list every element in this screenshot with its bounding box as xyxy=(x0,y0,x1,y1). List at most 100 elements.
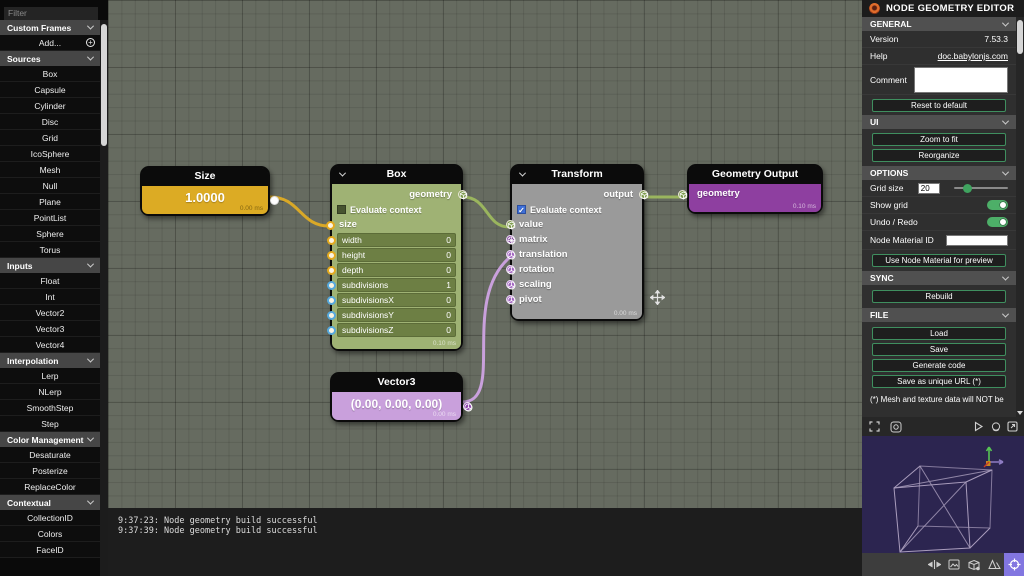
section-file[interactable]: FILE xyxy=(862,308,1016,322)
use-node-material-button[interactable]: Use Node Material for preview xyxy=(872,254,1006,267)
section-sync[interactable]: SYNC xyxy=(862,271,1016,285)
sidebar-item-pointlist[interactable]: PointList xyxy=(0,210,100,226)
scaling-input-port[interactable] xyxy=(506,280,516,290)
node-box[interactable]: Box geometry Evaluate context size width… xyxy=(326,164,468,351)
section-ui[interactable]: UI xyxy=(862,115,1016,129)
sidebar-section-interpolation[interactable]: Interpolation xyxy=(0,353,100,368)
sidebar-item-null[interactable]: Null xyxy=(0,178,100,194)
wire-box-to-transform[interactable] xyxy=(461,195,511,229)
width-input-port[interactable] xyxy=(327,235,336,245)
geometry-output-port[interactable] xyxy=(458,190,468,200)
load-button[interactable]: Load xyxy=(872,327,1006,340)
sidebar-item-add-frame[interactable]: Add...+ xyxy=(0,35,100,51)
sidebar-item-int[interactable]: Int xyxy=(0,289,100,305)
expand-icon[interactable] xyxy=(866,419,883,434)
open-popup-icon[interactable] xyxy=(1004,419,1021,434)
collapse-icon[interactable] xyxy=(518,169,527,177)
sidebar-section-custom-frames[interactable]: Custom Frames xyxy=(0,20,100,35)
scroll-down-arrow[interactable] xyxy=(1017,411,1023,415)
sidebar-item-float[interactable]: Float xyxy=(0,273,100,289)
subdivisionsy-input-port[interactable] xyxy=(327,310,336,320)
texture-box-icon[interactable] xyxy=(964,553,984,576)
environment-icon[interactable] xyxy=(887,419,904,434)
sidebar-item-mesh[interactable]: Mesh xyxy=(0,162,100,178)
sidebar-item-step[interactable]: Step xyxy=(0,416,100,432)
sidebar-section-sources[interactable]: Sources xyxy=(0,51,100,66)
wire-vector3-to-transform[interactable] xyxy=(460,256,511,404)
help-link[interactable]: doc.babylonjs.com xyxy=(937,51,1008,61)
node-title[interactable]: Size xyxy=(142,168,268,186)
size-output-port[interactable] xyxy=(270,195,279,205)
sidebar-item-plane[interactable]: Plane xyxy=(0,194,100,210)
play-icon[interactable] xyxy=(970,419,987,434)
sidebar-item-lerp[interactable]: Lerp xyxy=(0,368,100,384)
sidebar-item-collectionid[interactable]: CollectionID xyxy=(0,510,100,526)
sidebar-item-sphere[interactable]: Sphere xyxy=(0,226,100,242)
background-image-icon[interactable] xyxy=(944,553,964,576)
node-title[interactable]: Geometry Output xyxy=(689,166,821,184)
sidebar-item-replacecolor[interactable]: ReplaceColor xyxy=(0,479,100,495)
sidebar-item-posterize[interactable]: Posterize xyxy=(0,463,100,479)
size-input-port[interactable] xyxy=(326,220,335,230)
sidebar-item-cylinder[interactable]: Cylinder xyxy=(0,98,100,114)
sidebar-scrollbar-thumb[interactable] xyxy=(101,24,107,146)
sidebar-item-torus[interactable]: Torus xyxy=(0,242,100,258)
subdivisionsx-input-port[interactable] xyxy=(327,295,336,305)
evaluate-context-checkbox[interactable] xyxy=(337,205,346,214)
filter-input[interactable] xyxy=(4,6,98,21)
evaluate-context-checkbox[interactable]: ✓ xyxy=(517,205,526,215)
sidebar-item-vector3[interactable]: Vector3 xyxy=(0,321,100,337)
preview-viewport[interactable] xyxy=(862,436,1024,553)
node-vector3[interactable]: Vector3 (0.00, 0.00, 0.00) 0.00 ms xyxy=(330,372,473,422)
generate-code-button[interactable]: Generate code xyxy=(872,359,1006,372)
sidebar-item-capsule[interactable]: Capsule xyxy=(0,82,100,98)
zoom-to-fit-button[interactable]: Zoom to fit xyxy=(872,133,1006,146)
sidebar-item-disc[interactable]: Disc xyxy=(0,114,100,130)
sidebar-item-icosphere[interactable]: IcoSphere xyxy=(0,146,100,162)
resize-horizontal-icon[interactable] xyxy=(924,553,944,576)
section-options[interactable]: OPTIONS xyxy=(862,166,1016,180)
graph-canvas[interactable]: Size 1.0000 0.00 ms Box geometry Evaluat… xyxy=(108,0,862,576)
gizmo-target-icon[interactable] xyxy=(1004,553,1024,576)
vector3-output-port[interactable] xyxy=(463,401,473,411)
sidebar-section-contextual[interactable]: Contextual xyxy=(0,495,100,510)
grid-size-input[interactable] xyxy=(917,182,940,194)
node-title[interactable]: Vector3 xyxy=(332,374,461,392)
save-unique-url-button[interactable]: Save as unique URL (*) xyxy=(872,375,1006,388)
sidebar-item-desaturate[interactable]: Desaturate xyxy=(0,447,100,463)
sidebar-item-vector4[interactable]: Vector4 xyxy=(0,337,100,353)
sidebar-item-colors[interactable]: Colors xyxy=(0,526,100,542)
sidebar-item-smoothstep[interactable]: SmoothStep xyxy=(0,400,100,416)
pivot-input-port[interactable] xyxy=(506,295,516,305)
geometry-input-port[interactable] xyxy=(678,189,688,199)
height-input-port[interactable] xyxy=(327,250,336,260)
sidebar-item-box[interactable]: Box xyxy=(0,66,100,82)
value-input-port[interactable] xyxy=(506,220,516,230)
rotation-input-port[interactable] xyxy=(506,265,516,275)
sidebar-section-inputs[interactable]: Inputs xyxy=(0,258,100,273)
sidebar-item-vector2[interactable]: Vector2 xyxy=(0,305,100,321)
panel-scrollbar-thumb[interactable] xyxy=(1017,20,1023,54)
subdivisionsz-input-port[interactable] xyxy=(327,325,336,335)
slider-knob[interactable] xyxy=(962,183,972,193)
transform-output-port[interactable] xyxy=(639,190,649,200)
save-button[interactable]: Save xyxy=(872,343,1006,356)
subdivisions-input-port[interactable] xyxy=(327,280,336,290)
collapse-icon[interactable] xyxy=(338,169,347,177)
section-general[interactable]: GENERAL xyxy=(862,17,1016,31)
translation-input-port[interactable] xyxy=(506,250,516,260)
reset-to-default-button[interactable]: Reset to default xyxy=(872,99,1006,112)
node-material-id-input[interactable] xyxy=(946,234,1008,246)
node-size[interactable]: Size 1.0000 0.00 ms xyxy=(140,166,279,216)
reorganize-button[interactable]: Reorganize xyxy=(872,149,1006,162)
undo-redo-toggle[interactable] xyxy=(987,217,1008,227)
sidebar-item-nlerp[interactable]: NLerp xyxy=(0,384,100,400)
sidebar-section-color-management[interactable]: Color Management xyxy=(0,432,100,447)
